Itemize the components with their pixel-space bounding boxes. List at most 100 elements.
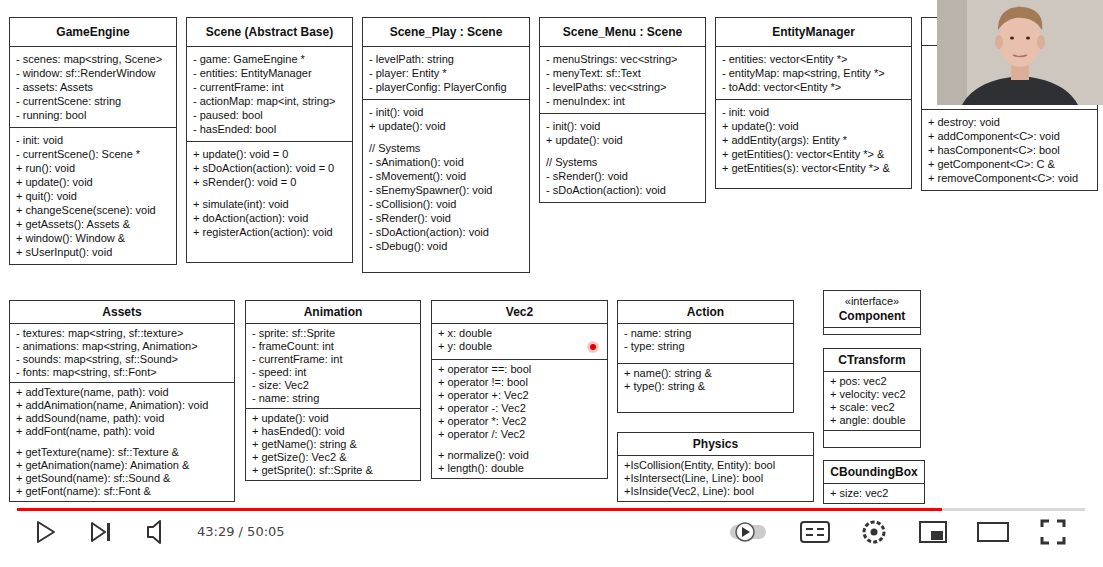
class-box: «interface»Component — [823, 290, 921, 335]
class-member: - menuStrings: vec<string> — [546, 52, 677, 66]
class-member: + angle: double — [830, 414, 906, 427]
class-member: - currentFrame: int — [193, 80, 283, 94]
next-icon-bar — [107, 523, 110, 541]
class-member: - fonts: map<string, sf::Font> — [16, 366, 157, 379]
class-name: CTransform — [838, 352, 905, 368]
member-compartment: - init(): void+ update(): void// Systems… — [363, 100, 529, 272]
next-icon — [92, 523, 105, 541]
class-member: + size: vec2 — [830, 487, 888, 500]
class-member: + getFont(name): sf::Font & — [16, 485, 151, 498]
fullscreen-icon — [1042, 521, 1064, 543]
class-member: + update(): void — [369, 119, 446, 133]
class-name: Scene_Menu : Scene — [563, 24, 682, 40]
autoplay-knob — [736, 523, 754, 541]
class-member: + getSize(): Vec2 & — [252, 451, 346, 464]
class-member: + name(): string & — [624, 367, 712, 380]
class-member: + addSound(name, path): void — [16, 412, 164, 425]
member-compartment: - entities: vector<Entity *>- entityMap:… — [716, 47, 911, 100]
class-name: Assets — [102, 304, 141, 320]
class-member: - currentFrame: int — [252, 353, 342, 366]
captions-icon — [801, 522, 829, 542]
class-member: + sUserInput(): void — [16, 245, 112, 259]
class-member: + getName(): string & — [252, 438, 357, 451]
class-member: + addFont(name, path): void — [16, 425, 155, 438]
class-header — [922, 18, 1097, 46]
class-name: Scene (Abstract Base) — [206, 24, 333, 40]
theater-icon — [978, 523, 1008, 541]
class-header: Scene_Menu : Scene — [540, 18, 705, 47]
class-member: - type: string — [624, 340, 685, 353]
member-compartment: + addTexture(name, path): void+ addAnima… — [10, 383, 234, 501]
member-compartment: + x: double+ y: double — [432, 324, 607, 360]
member-compartment: + size: vec2 — [824, 484, 924, 503]
class-name: Action — [687, 304, 724, 320]
class-box: + destroy: void+ addComponent<C>: void+ … — [921, 17, 1098, 191]
class-member: - sEnemySpawner(): void — [369, 183, 493, 197]
member-compartment: + operator ==: bool+ operator !=: bool + … — [432, 360, 607, 478]
captions-glyph — [806, 529, 824, 535]
class-member: + getTexture(name): sf::Texture & — [16, 446, 179, 459]
class-member: - currentScene: string — [16, 94, 121, 108]
class-member: + operator /: Vec2 — [438, 428, 525, 441]
class-box: CTransform + pos: vec2+ velocity: vec2+ s… — [823, 348, 921, 448]
class-member: - init: void — [16, 133, 63, 147]
class-member: + hasEnded(): void — [252, 425, 345, 438]
member-compartment: + pos: vec2+ velocity: vec2+ scale: vec2… — [824, 372, 920, 431]
member-compartment: - sprite: sf::Sprite- frameCount: int- c… — [246, 324, 420, 409]
member-compartment: + update(): void+ hasEnded(): void+ getN… — [246, 409, 420, 480]
class-member: + sRender(): void = 0 — [193, 175, 296, 189]
member-compartment: + update(): void = 0+ sDoAction(action):… — [187, 142, 352, 262]
class-member: + removeComponent<C>: void — [928, 171, 1078, 185]
class-name: Animation — [304, 304, 363, 320]
class-member: + length(): double — [438, 462, 524, 475]
class-member: // Systems — [546, 155, 597, 169]
settings-hub — [871, 529, 878, 536]
class-header: Animation — [246, 301, 420, 324]
class-member: - name: string — [624, 327, 691, 340]
class-box: Scene_Menu : Scene - menuStrings: vec<str… — [539, 17, 706, 203]
progress-played — [17, 508, 942, 511]
class-member: - init: void — [722, 105, 769, 119]
class-name: GameEngine — [56, 24, 129, 40]
class-member: - levelPaths: vec<string> — [546, 80, 666, 94]
settings-gear — [864, 522, 884, 542]
member-compartment: - levelPath: string- player: Entity *- p… — [363, 47, 529, 100]
member-compartment: + destroy: void+ addComponent<C>: void+ … — [922, 110, 1097, 190]
class-member: - animations: map<string, Animation> — [16, 340, 198, 353]
class-member: + normalize(): void — [438, 449, 529, 462]
class-header: Scene (Abstract Base) — [187, 18, 352, 47]
class-member: - game: GameEngine * — [193, 52, 305, 66]
class-member: + destroy: void — [928, 115, 1000, 129]
miniplayer-inner — [931, 531, 943, 540]
class-header: Vec2 — [432, 301, 607, 324]
class-member: + run(): void — [16, 161, 75, 175]
class-member: - textures: map<string, sf::texture> — [16, 327, 184, 340]
class-member: - menyText: sf::Text — [546, 66, 641, 80]
class-member: - toAdd: vector<Entity *> — [722, 80, 841, 94]
class-name: Vec2 — [506, 304, 533, 320]
class-member: + velocity: vec2 — [830, 388, 906, 401]
class-member: + quit(): void — [16, 189, 77, 203]
member-compartment: - menuStrings: vec<string>- menyText: sf… — [540, 47, 705, 114]
class-member: - sRender(): void — [369, 211, 451, 225]
class-member: + update(): void — [252, 412, 329, 425]
miniplayer-icon — [920, 522, 946, 542]
class-member: - sDoAction(action): void — [546, 183, 666, 197]
class-member: + operator -: Vec2 — [438, 402, 526, 415]
class-name: Physics — [693, 436, 738, 452]
member-compartment: - textures: map<string, sf::texture>- an… — [10, 324, 234, 383]
member-compartment: - init: void+ update(): void+ addEntity(… — [716, 100, 911, 188]
class-member: + getEntities(): vector<Entity *> & — [722, 147, 884, 161]
class-member: // Systems — [369, 141, 420, 155]
class-member: - currentScene(): Scene * — [16, 147, 140, 161]
class-member: + update(): void — [546, 133, 623, 147]
class-header: Physics — [618, 433, 813, 456]
class-member: + operator ==: bool — [438, 363, 531, 376]
class-member: - paused: bool — [193, 108, 263, 122]
class-member: + update(): void — [722, 119, 799, 133]
class-header: Scene_Play : Scene — [363, 18, 529, 47]
class-member: + operator *: Vec2 — [438, 415, 526, 428]
class-member: + getComponent<C>: C & — [928, 157, 1055, 171]
class-member: + operator !=: bool — [438, 376, 528, 389]
class-member: - frameCount: int — [252, 340, 334, 353]
